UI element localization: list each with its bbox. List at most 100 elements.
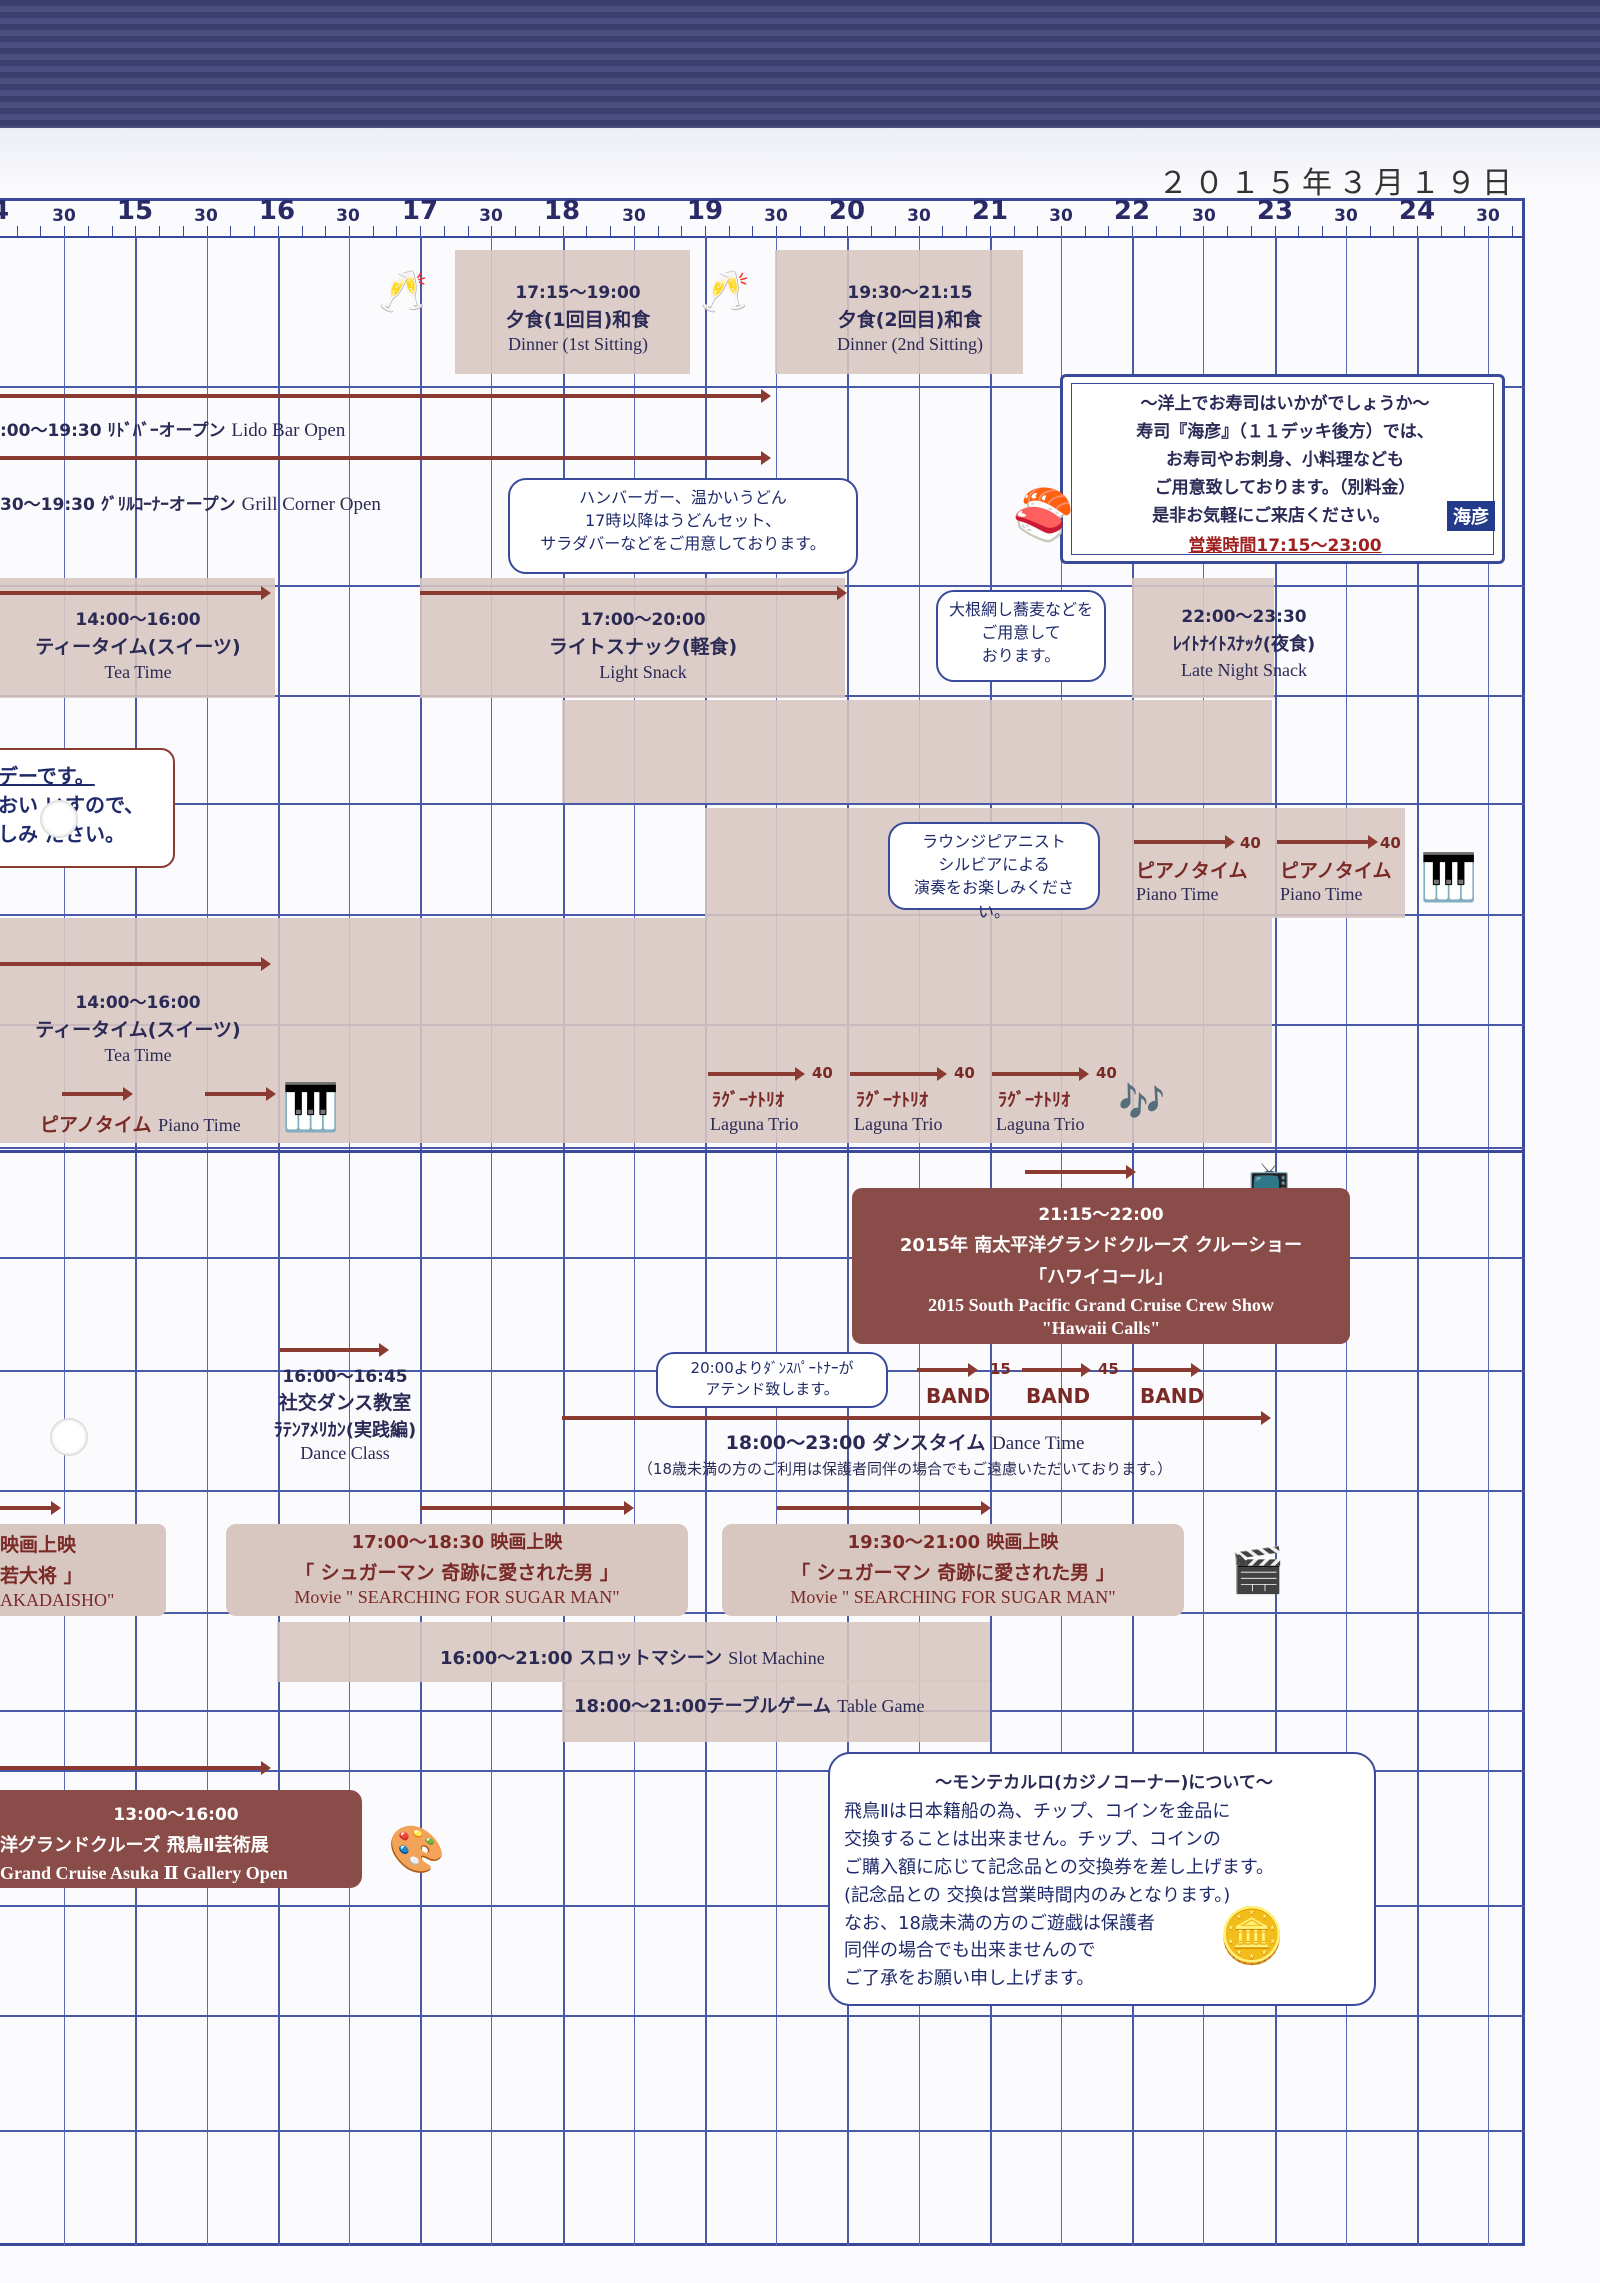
header-tick bbox=[112, 226, 113, 236]
gallery-arrow bbox=[0, 1761, 271, 1775]
band2-minutes: 45 bbox=[1098, 1360, 1119, 1378]
punch-hole bbox=[40, 800, 78, 838]
movie1-box: 17:00〜18:30 映画上映 「 シュガーマン 奇跡に愛された男 」 Mov… bbox=[226, 1524, 688, 1616]
half-hour-label: 30 bbox=[1192, 206, 1216, 226]
dinner2-time: 19:30〜21:15 bbox=[847, 283, 973, 303]
header-tick bbox=[895, 226, 896, 236]
half-hour-label: 30 bbox=[622, 206, 646, 226]
tea1-en: Tea Time bbox=[104, 662, 172, 682]
header-tick bbox=[183, 226, 184, 236]
partner-bubble: 20:00よりﾀﾞﾝｽﾊﾟｰﾄﾅｰがアテンド致します。 bbox=[656, 1352, 888, 1408]
dance-class-ja2: ﾗﾃﾝｱﾒﾘｶﾝ(実践編) bbox=[273, 1420, 417, 1441]
lido-label: :00〜19:30 ﾘﾄﾞﾊﾞｰオープン Lido Bar Open bbox=[0, 420, 346, 441]
sushi-line: お寿司やお刺身、小料理なども bbox=[1166, 450, 1404, 470]
header-tick bbox=[776, 226, 777, 236]
header-tick bbox=[159, 226, 160, 236]
laguna1-minutes: 40 bbox=[812, 1064, 833, 1082]
header-tick bbox=[468, 226, 469, 236]
grid-vline bbox=[491, 236, 492, 2246]
grid-vline bbox=[634, 236, 635, 2246]
header-tick bbox=[64, 226, 65, 236]
dinner1-en: Dinner (1st Sitting) bbox=[508, 334, 648, 354]
header-tick bbox=[1512, 226, 1513, 236]
header-tick bbox=[420, 226, 421, 236]
grid-vline bbox=[776, 236, 777, 2246]
half-hour-label: 30 bbox=[336, 206, 360, 226]
dinner2-en: Dinner (2nd Sitting) bbox=[837, 334, 983, 354]
movie-left-arrow bbox=[0, 1501, 61, 1515]
header-tick bbox=[824, 226, 825, 236]
header-tick bbox=[40, 226, 41, 236]
header-tick bbox=[634, 226, 635, 236]
tea2-ja: ティータイム(スイーツ) bbox=[35, 1019, 241, 1041]
movie2-box: 19:30〜21:00 映画上映 「 シュガーマン 奇跡に愛された男 」 Mov… bbox=[722, 1524, 1184, 1616]
soba-info-bubble: 大根網し蕎麦などをご用意しております。 bbox=[936, 590, 1106, 682]
grid-vline bbox=[847, 236, 849, 2246]
tea1-ja: ティータイム(スイーツ) bbox=[35, 636, 241, 658]
row-divider bbox=[0, 2130, 1525, 2132]
header-tick bbox=[373, 226, 374, 236]
header-tick bbox=[396, 226, 397, 236]
table-block bbox=[562, 1680, 990, 1742]
band3-label: BAND bbox=[1140, 1384, 1205, 1408]
piano-left-arrow bbox=[62, 1087, 133, 1101]
sushi-hours: 営業時間17:15〜23:00 bbox=[1188, 536, 1382, 556]
casino-chips-icon: 🪙 bbox=[1218, 1904, 1286, 1967]
row-divider bbox=[0, 1490, 1525, 1492]
lounge-block-c bbox=[0, 918, 1272, 1143]
movie2-arrow bbox=[777, 1501, 991, 1515]
dinner2-block bbox=[775, 250, 1023, 374]
piano2-arrow bbox=[1277, 835, 1378, 849]
hour-label: 21 bbox=[971, 196, 1009, 226]
hour-label: 15 bbox=[116, 196, 154, 226]
sushi-icon: 🍣 bbox=[1012, 486, 1075, 544]
sushi-line: 寿司『海彦』（１１デッキ後方）では、 bbox=[1136, 422, 1434, 442]
header-tick bbox=[1037, 226, 1038, 236]
band3-arrow bbox=[1132, 1363, 1201, 1377]
hour-label: 17 bbox=[401, 196, 439, 226]
casino-info-box: 〜モンテカルロ(カジノコーナー)について〜 飛鳥Ⅱは日本籍船の為、チップ、コイン… bbox=[828, 1752, 1376, 2006]
header-tick bbox=[254, 226, 255, 236]
laguna1-en: Laguna Trio bbox=[710, 1114, 799, 1134]
grid-vline bbox=[64, 236, 65, 2246]
half-hour-label: 30 bbox=[907, 206, 931, 226]
grid-vline bbox=[705, 236, 707, 2246]
casino-text: 飛鳥Ⅱは日本籍船の為、チップ、コインを金品に交換することは出来ません。チップ、コ… bbox=[844, 1801, 1275, 1990]
dinner1-block bbox=[455, 250, 690, 374]
tea2-en: Tea Time bbox=[104, 1045, 172, 1065]
painter-easel-icon: 🎨 bbox=[388, 1822, 446, 1876]
header-tick bbox=[729, 226, 730, 236]
gallery-box: 13:00〜16:00 洋グランドクルーズ 飛鳥Ⅱ芸術展 Grand Cruis… bbox=[0, 1790, 362, 1888]
header-tick bbox=[966, 226, 967, 236]
dance-time-label: 18:00〜23:00 ダンスタイム Dance Time bbox=[725, 1432, 1085, 1454]
time-header bbox=[0, 198, 1525, 238]
hour-label: 24 bbox=[1398, 196, 1436, 226]
tea1-time: 14:00〜16:00 bbox=[75, 610, 201, 630]
dinner2-ja: 夕食(2回目)和食 bbox=[837, 309, 983, 331]
header-tick bbox=[1464, 226, 1465, 236]
hour-label: 23 bbox=[1256, 196, 1294, 226]
sushi-info-box: 〜洋上でお寿司はいかがでしょうか〜 寿司『海彦』（１１デッキ後方）では、 お寿司… bbox=[1060, 374, 1505, 564]
header-tick bbox=[1298, 226, 1299, 236]
band2-arrow bbox=[1022, 1363, 1091, 1377]
lounge-block-a bbox=[562, 700, 1272, 803]
light-time: 17:00〜20:00 bbox=[580, 610, 706, 630]
grid-vline bbox=[135, 236, 137, 2246]
row-divider bbox=[0, 386, 1525, 388]
half-hour-label: 30 bbox=[1334, 206, 1358, 226]
sushi-line: 是非お気軽にご来店ください。 bbox=[1152, 506, 1390, 526]
dance-class-time: 16:00〜16:45 bbox=[282, 1367, 408, 1387]
header-tick bbox=[610, 226, 611, 236]
light-arrow bbox=[420, 586, 847, 600]
header-tick bbox=[1488, 226, 1489, 236]
header-tick bbox=[302, 226, 303, 236]
grid-vline bbox=[1417, 236, 1419, 2246]
section-divider bbox=[0, 1150, 1525, 1153]
laguna3-ja: ﾗｸﾞｰﾅﾄﾘｵ bbox=[998, 1090, 1070, 1111]
row-divider bbox=[0, 1905, 1525, 1907]
toast-icon: 🥂 bbox=[378, 269, 428, 315]
half-hour-label: 30 bbox=[52, 206, 76, 226]
header-tick bbox=[88, 226, 89, 236]
sushi-line: ご用意致しております。（別料金） bbox=[1154, 478, 1416, 498]
header-fade bbox=[0, 128, 1600, 188]
